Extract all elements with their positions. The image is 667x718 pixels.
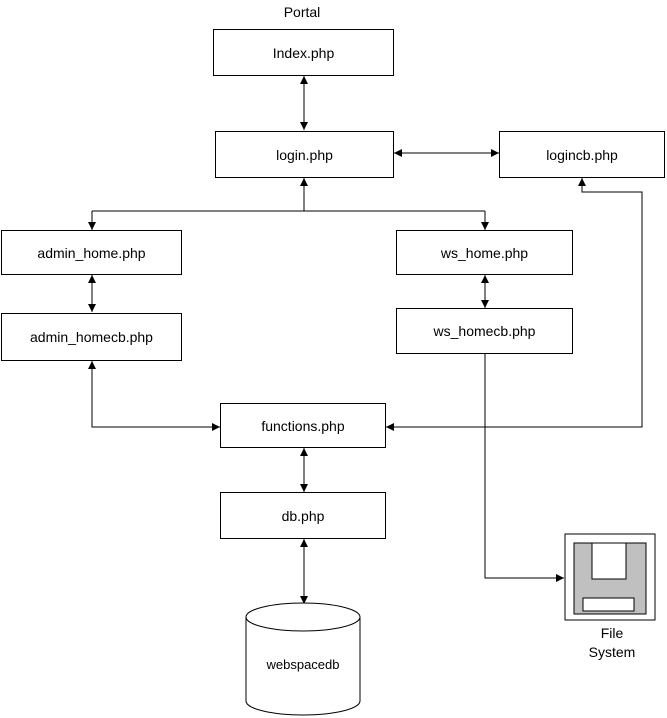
database-cylinder: [245, 602, 361, 716]
node-logincb-php: logincb.php: [499, 131, 665, 178]
edge-admin-homecb-functions: [88, 361, 220, 431]
file-system-label: File System: [570, 624, 654, 662]
node-db-php: db.php: [220, 492, 386, 539]
database-label: webspacedb: [266, 657, 340, 672]
node-login-php: login.php: [215, 131, 394, 178]
floppy-disk-icon: [564, 533, 656, 621]
diagram-title: Portal: [283, 4, 321, 20]
node-ws-homecb-php: ws_homecb.php: [396, 308, 573, 354]
node-admin-homecb-php: admin_homecb.php: [1, 313, 182, 361]
edge-ws-homecb-file-system: [484, 354, 564, 582]
edge-logincb-functions: [386, 178, 643, 431]
node-functions-php: functions.php: [220, 403, 386, 448]
node-index-php: Index.php: [213, 29, 394, 76]
node-admin-home-php: admin_home.php: [1, 230, 182, 275]
file-system-label-line1: File: [600, 625, 624, 641]
file-system-label-line2: System: [588, 644, 636, 660]
node-ws-home-php: ws_home.php: [396, 230, 573, 275]
